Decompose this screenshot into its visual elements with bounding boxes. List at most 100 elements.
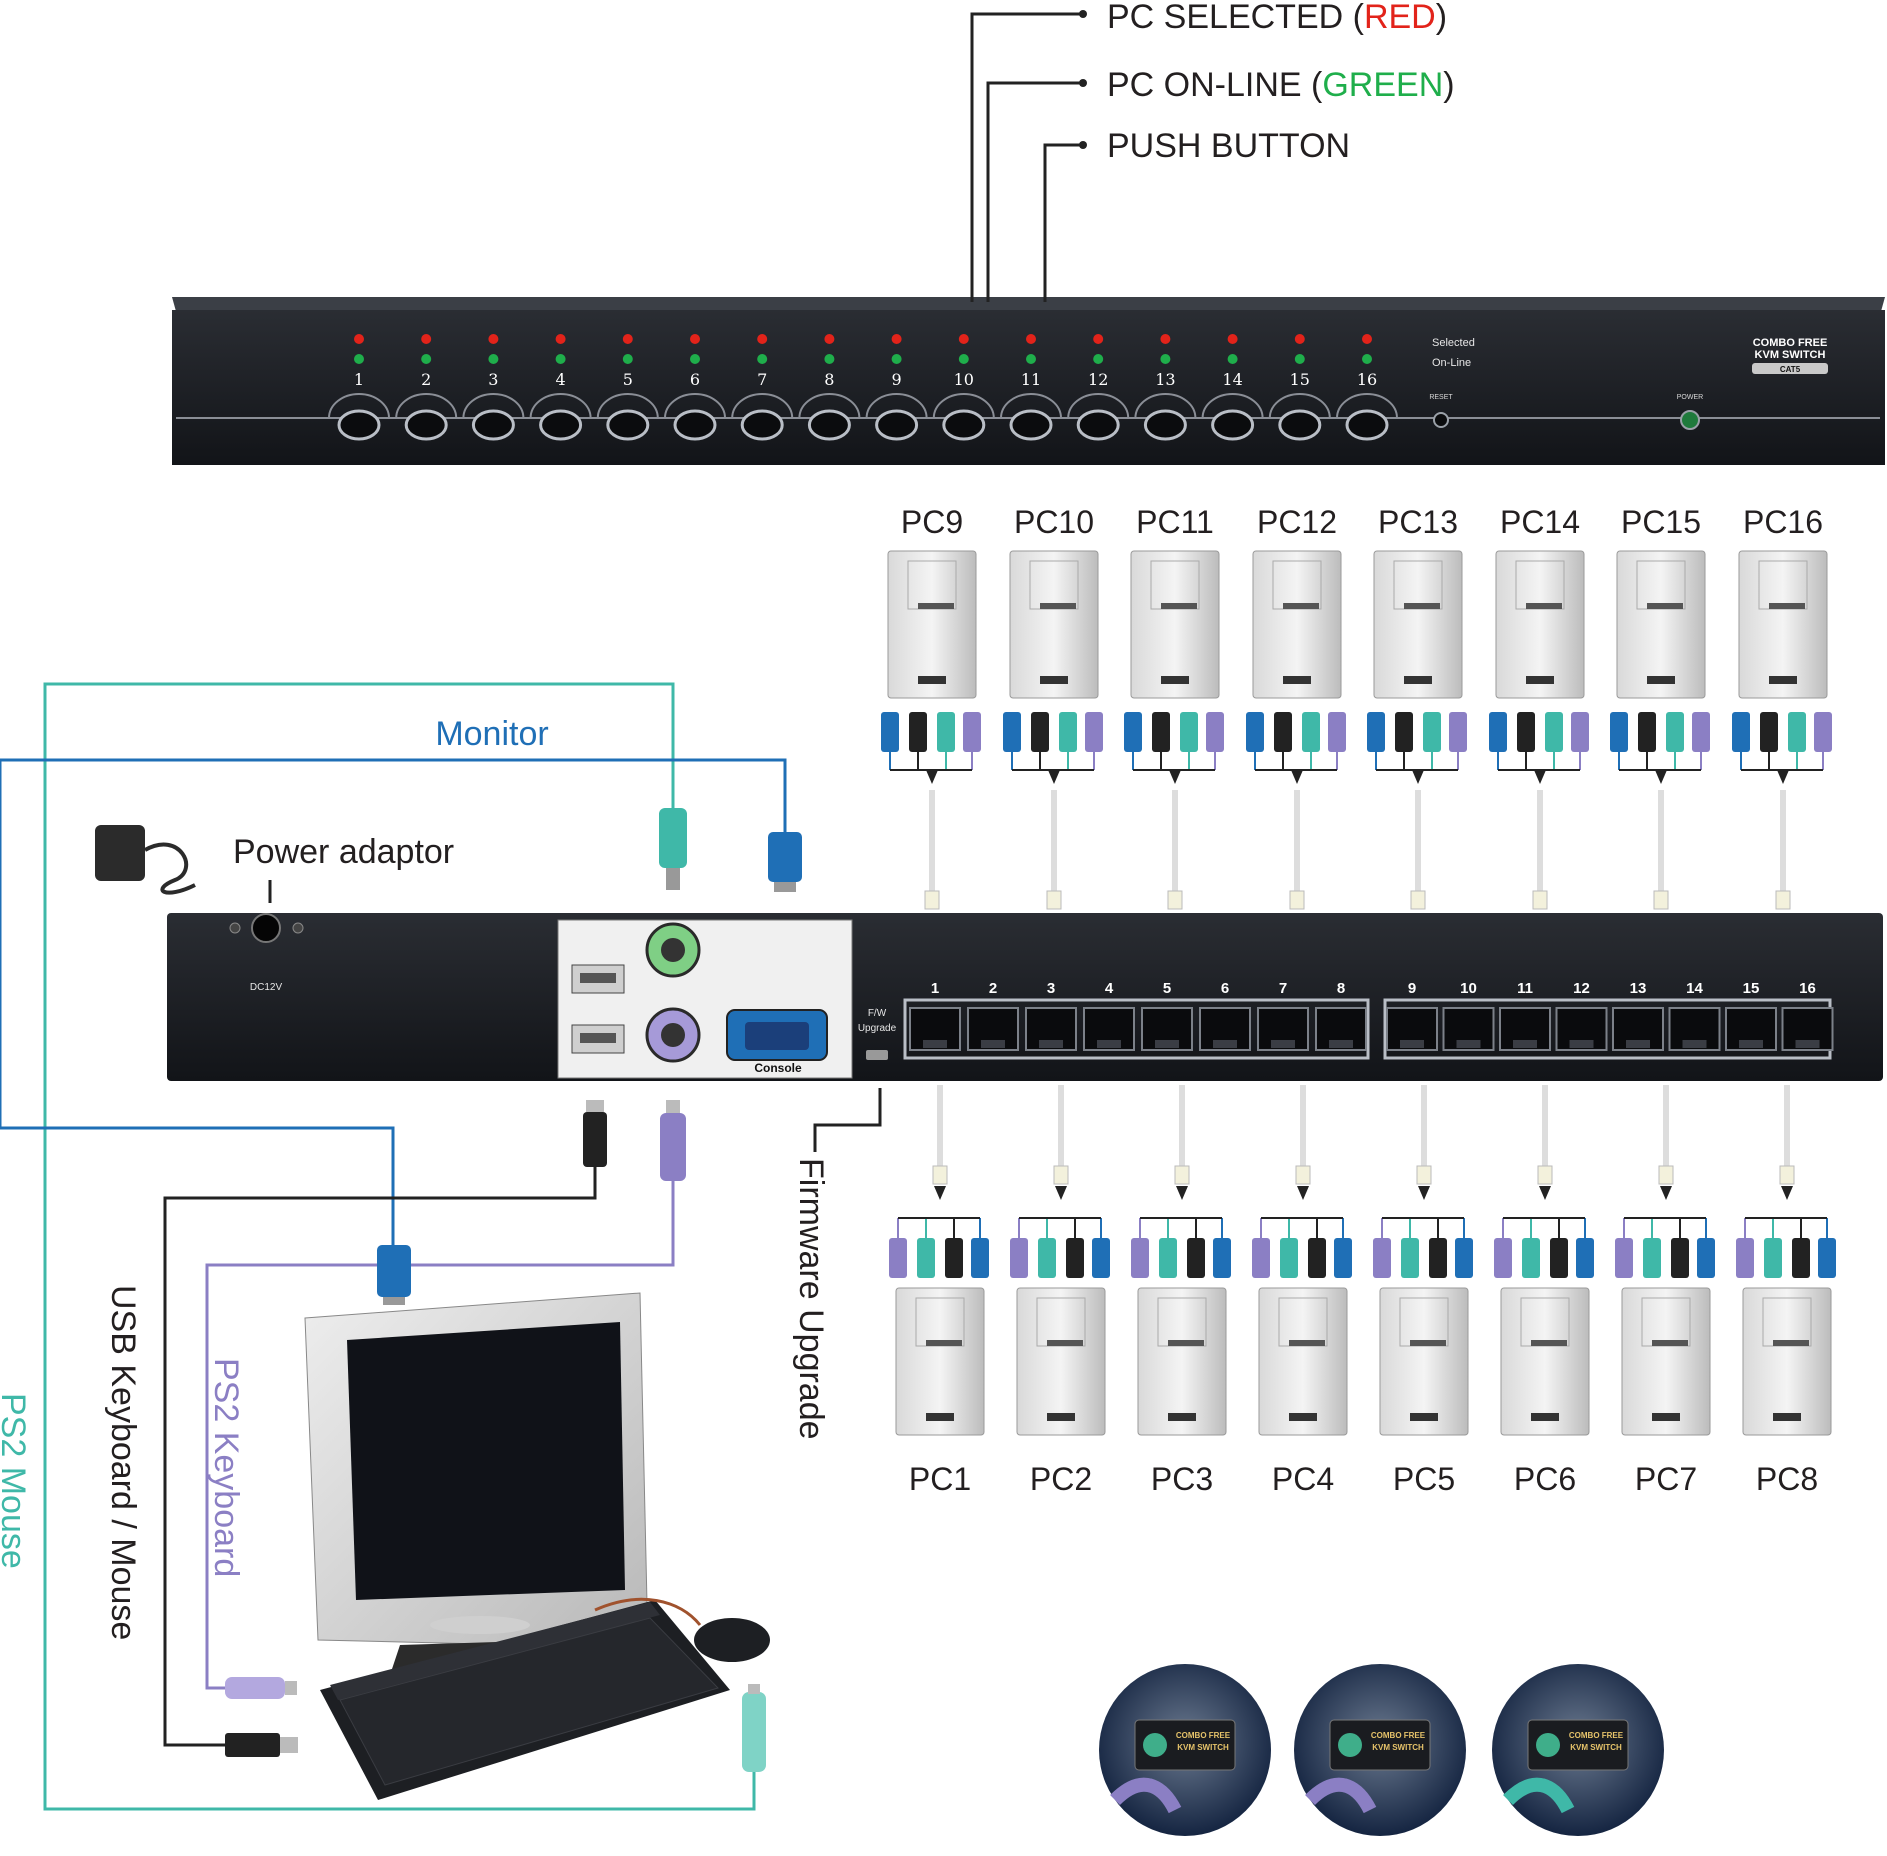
push-button[interactable] — [942, 409, 986, 441]
pc-plug-blue — [881, 712, 899, 752]
pc-plug-blue — [1489, 712, 1507, 752]
push-button[interactable] — [1076, 409, 1120, 441]
selected-led — [757, 334, 768, 344]
pc-label-bottom: PC1 — [909, 1461, 971, 1497]
push-button[interactable] — [1143, 409, 1187, 441]
cat5-cable — [1289, 790, 1305, 910]
push-button[interactable] — [807, 409, 851, 441]
dc-label: DC12V — [250, 982, 283, 993]
reset-button[interactable] — [1433, 412, 1449, 428]
pc-plug-purple — [1571, 712, 1589, 752]
pc-tower-icon — [1500, 1287, 1590, 1436]
ps2-mouse-cable — [43, 682, 756, 1811]
monitor-cable — [0, 758, 787, 1245]
front-port-number: 6 — [690, 370, 700, 389]
ps2-mouse-label: PS2 Mouse — [0, 1393, 32, 1569]
pc-label-top: PC14 — [1500, 504, 1580, 540]
cat5-cable — [924, 790, 940, 910]
fw-upgrade-port[interactable] — [866, 1050, 888, 1060]
pc-tower-icon — [1495, 550, 1585, 699]
push-button[interactable] — [1211, 409, 1255, 441]
console-wiring — [0, 682, 882, 1811]
pc-tower-icon — [1252, 550, 1342, 699]
button-arch — [664, 393, 726, 419]
pc-tower-icon — [1009, 550, 1099, 699]
monitor-label: Monitor — [435, 715, 548, 753]
callout-online-suffix: ) — [1443, 66, 1454, 104]
pc-label-top: PC13 — [1378, 504, 1458, 540]
front-port-number: 2 — [421, 370, 431, 389]
pc-label-bottom: PC5 — [1393, 1461, 1455, 1497]
callout-push-button-text: PUSH BUTTON — [1107, 127, 1350, 165]
rear-port-number: 16 — [1799, 980, 1816, 997]
cat5-cable — [1416, 1085, 1432, 1185]
front-port-number: 9 — [892, 370, 902, 389]
push-button[interactable] — [1278, 409, 1322, 441]
push-button[interactable] — [337, 409, 381, 441]
mouse-icon — [594, 1597, 770, 1662]
cable-fanout — [1010, 1217, 1110, 1278]
rj45-latch — [1213, 1040, 1237, 1048]
button-arch — [798, 393, 861, 419]
push-button[interactable] — [875, 409, 919, 441]
rear-port-number: 11 — [1517, 980, 1533, 997]
push-button[interactable] — [1009, 409, 1053, 441]
front-port-number: 14 — [1222, 370, 1242, 389]
console-label: Console — [754, 1061, 802, 1075]
button-arch — [1201, 393, 1264, 419]
online-led — [1093, 354, 1104, 364]
pc-label-top: PC12 — [1257, 504, 1337, 540]
button-arch — [529, 393, 592, 419]
push-button[interactable] — [539, 409, 583, 441]
selected-led — [421, 334, 432, 344]
cable-fanout — [1367, 712, 1467, 771]
pc-plug-blue — [1367, 712, 1385, 752]
vga-plug-monitor — [377, 1245, 411, 1305]
ps2-keyboard-plug-end — [225, 1677, 297, 1699]
button-arch — [932, 393, 995, 419]
front-port-number: 10 — [954, 370, 974, 389]
front-port-number: 11 — [1021, 370, 1041, 389]
rear-port-number: 7 — [1279, 980, 1287, 997]
dc-jack[interactable] — [251, 913, 281, 943]
button-arch — [865, 393, 928, 419]
rj45-port[interactable] — [1612, 1007, 1664, 1051]
selected-led — [1160, 334, 1171, 344]
rj45-latch — [1682, 1040, 1707, 1048]
push-button[interactable] — [471, 409, 515, 441]
online-led — [1026, 354, 1036, 364]
push-button[interactable] — [606, 409, 650, 441]
selected-led — [354, 334, 364, 344]
rear-port-number: 4 — [1105, 980, 1114, 997]
pc-tower-icon — [1373, 550, 1463, 699]
online-led — [824, 354, 835, 364]
usb-cable — [163, 1165, 597, 1747]
rear-port-number: 15 — [1743, 980, 1760, 997]
rear-port-number: 3 — [1047, 980, 1055, 997]
button-arch — [596, 393, 659, 419]
pc-tower-icon — [1379, 1287, 1469, 1436]
svg-text:KVM SWITCH: KVM SWITCH — [1570, 1743, 1622, 1752]
rear-port-number: 5 — [1163, 980, 1171, 997]
callout-dot-online — [1079, 79, 1087, 87]
pc-label-top: PC11 — [1136, 504, 1214, 540]
rear-panel-body — [167, 913, 1883, 1081]
push-button[interactable] — [404, 409, 448, 441]
button-arch — [1000, 393, 1062, 419]
push-button[interactable] — [1345, 409, 1389, 441]
pc-label-bottom: PC4 — [1272, 1461, 1334, 1497]
selected-led — [1026, 334, 1036, 344]
cable-fanout — [1252, 1217, 1352, 1278]
push-button[interactable] — [673, 409, 717, 441]
callout-online-prefix: PC ON-LINE ( — [1107, 66, 1323, 104]
pc-label-top: PC10 — [1014, 504, 1094, 540]
selected-led — [690, 334, 700, 344]
pc-plug-blue — [1246, 712, 1264, 752]
push-button[interactable] — [740, 409, 784, 441]
pc-plug-blue — [1003, 712, 1021, 752]
pc-tower-icon — [1742, 1287, 1832, 1436]
legend-selected: Selected — [1432, 337, 1475, 349]
cat5-cable — [1775, 790, 1791, 910]
